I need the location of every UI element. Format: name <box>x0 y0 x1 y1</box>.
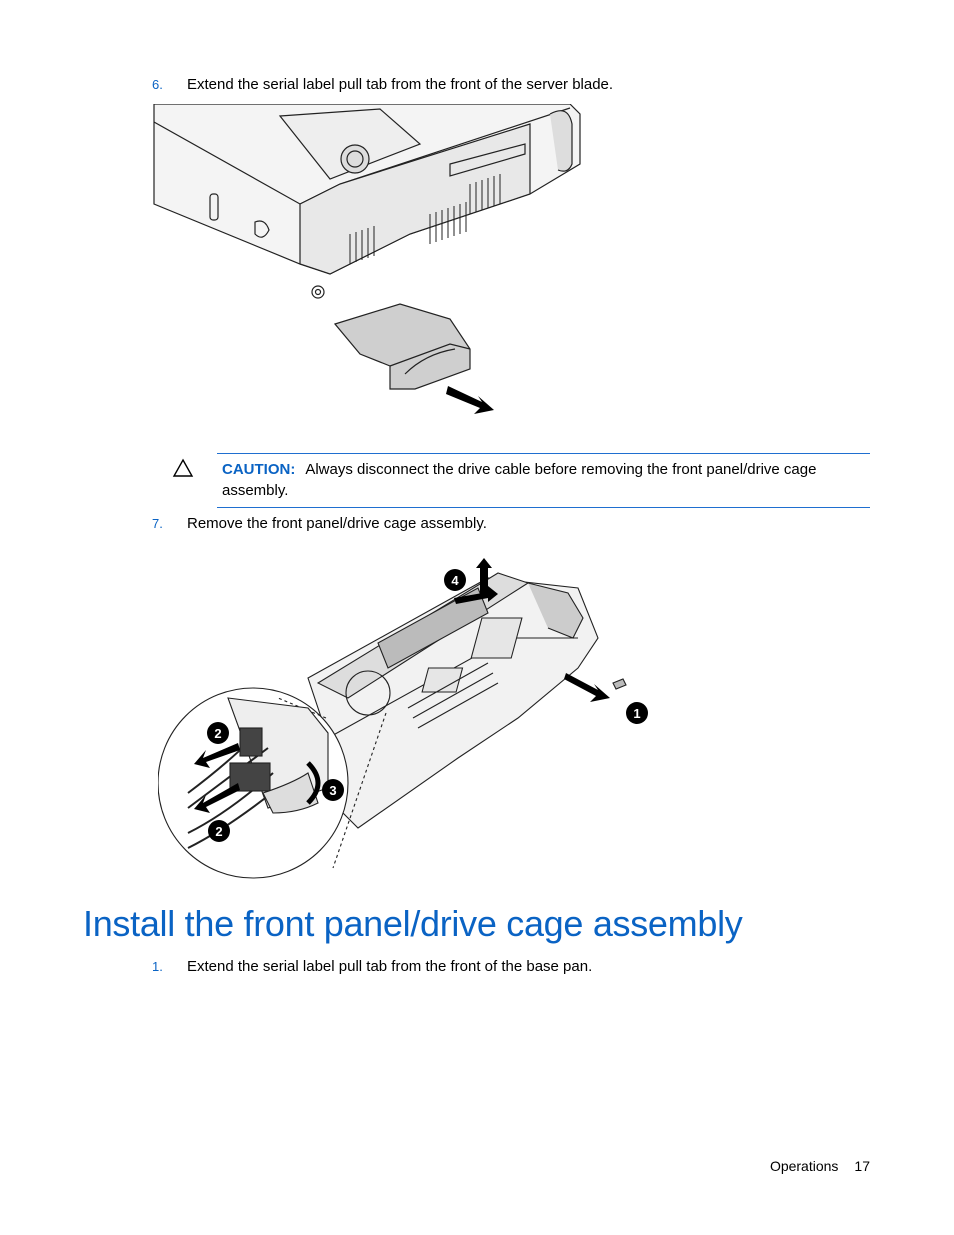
section-heading: Install the front panel/drive cage assem… <box>83 903 743 944</box>
caution-label: CAUTION: <box>222 461 296 478</box>
step-6: 6. Extend the serial label pull tab from… <box>152 75 613 95</box>
pull-tab-illustration <box>153 104 581 414</box>
step-number: 1. <box>152 959 163 974</box>
callout-3: 3 <box>329 783 336 798</box>
step-number: 7. <box>152 516 163 531</box>
step-text: Extend the serial label pull tab from th… <box>187 958 593 975</box>
install-step-1: 1. Extend the serial label pull tab from… <box>152 957 592 977</box>
callout-1: 1 <box>633 706 640 721</box>
step-text: Extend the serial label pull tab from th… <box>187 76 614 93</box>
drive-cage-illustration: 4 1 2 3 2 <box>158 558 648 879</box>
figure-remove-drive-cage: 4 1 2 3 2 <box>158 558 658 884</box>
page-footer: Operations 17 <box>770 1158 870 1174</box>
callout-4: 4 <box>451 573 459 588</box>
step-7: 7. Remove the front panel/drive cage ass… <box>152 514 487 534</box>
step-text: Remove the front panel/drive cage assemb… <box>187 515 487 532</box>
caution-icon <box>172 458 194 483</box>
step-number: 6. <box>152 77 163 92</box>
caution-box: CAUTION:Always disconnect the drive cabl… <box>217 453 870 508</box>
figure-pull-tab <box>150 104 590 416</box>
callout-2-top: 2 <box>214 726 221 741</box>
page-number: 17 <box>854 1158 870 1174</box>
caution-text: Always disconnect the drive cable before… <box>222 461 817 499</box>
footer-section: Operations <box>769 1158 839 1174</box>
callout-2-bottom: 2 <box>215 824 222 839</box>
